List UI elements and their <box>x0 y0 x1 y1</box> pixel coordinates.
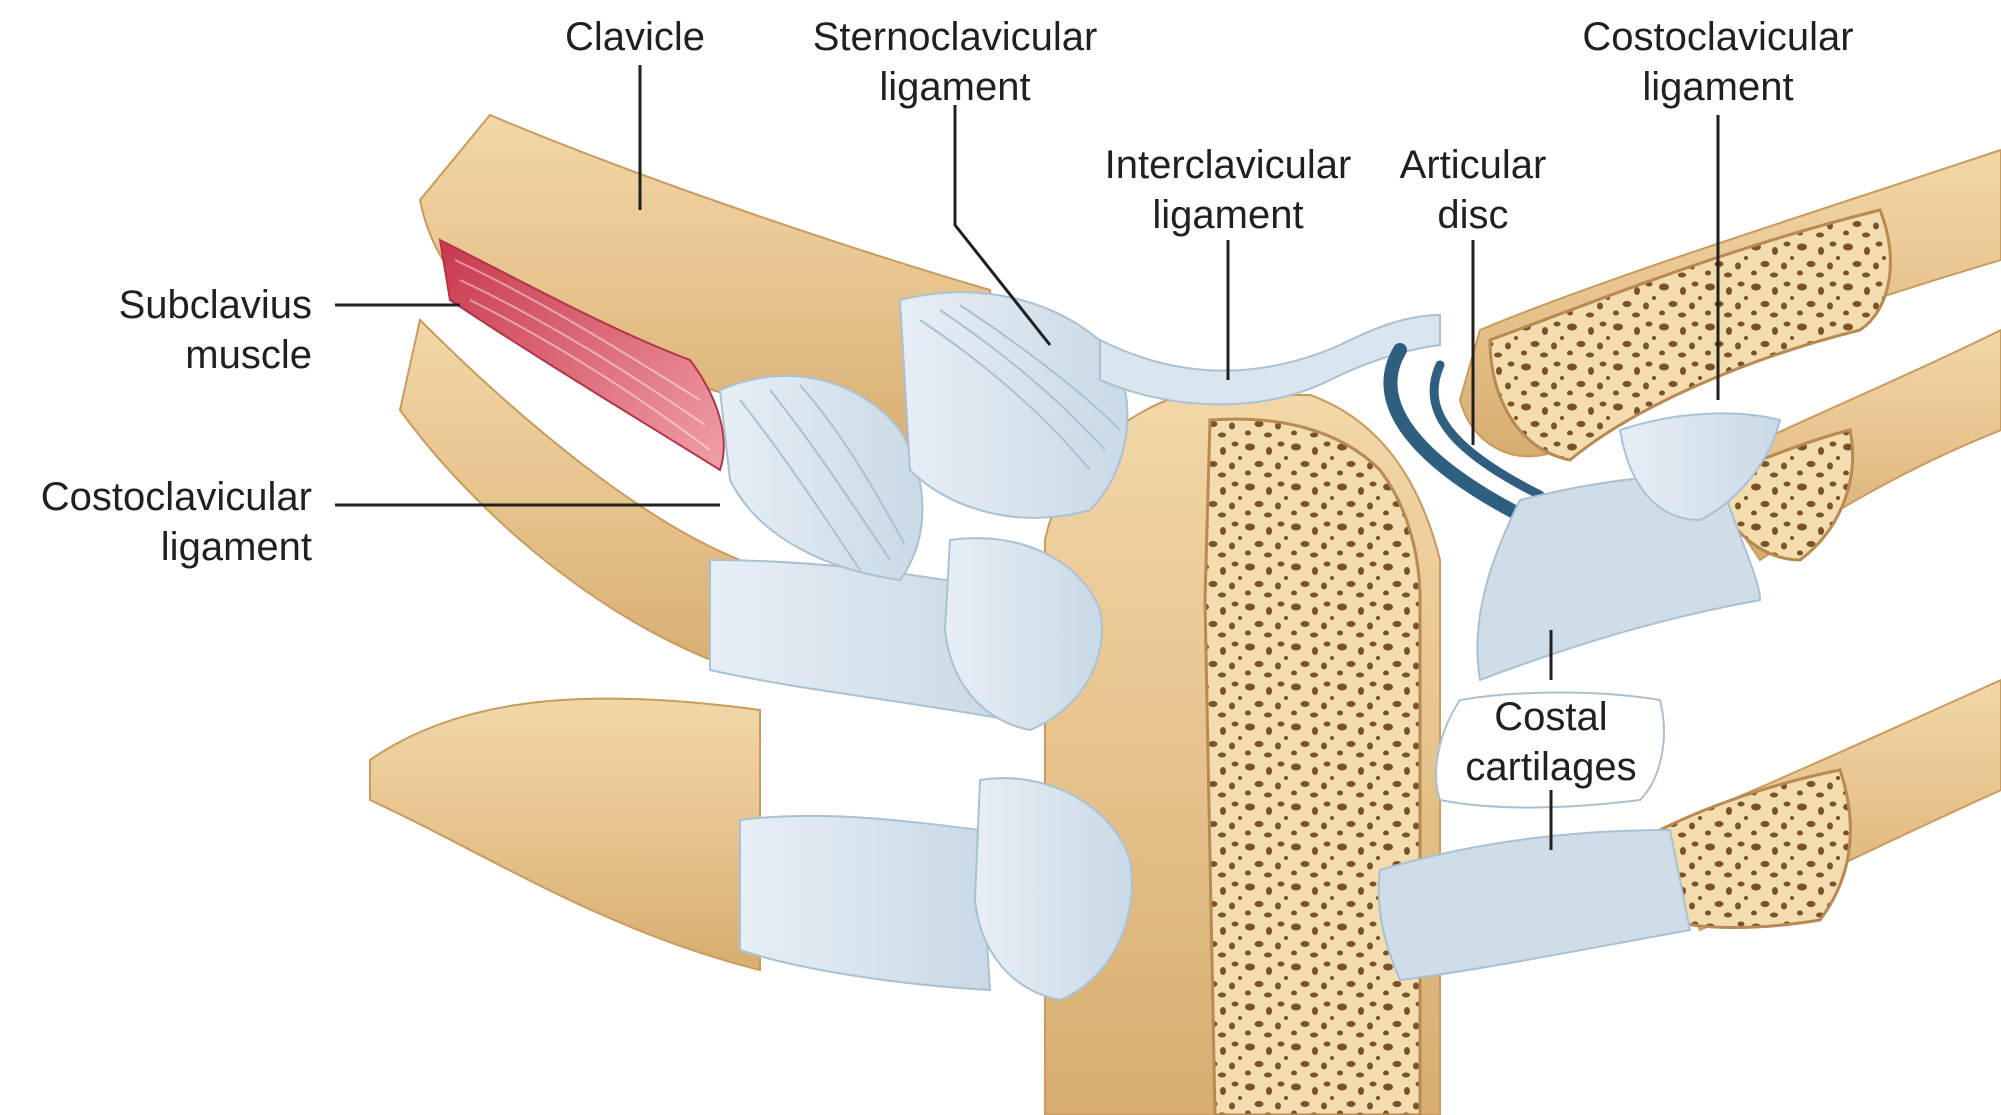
label-sternoclavicular-line2: ligament <box>879 65 1030 109</box>
second-rib-cartilage <box>740 816 990 990</box>
label-subclavius-line1: Subclavius <box>119 283 312 327</box>
label-costoclavicular-left-line1: Costoclavicular <box>41 475 312 519</box>
label-costoclavicular-right-line1: Costoclavicular <box>1582 15 1853 59</box>
label-subclavius-line2: muscle <box>185 333 312 377</box>
label-costal-line1: Costal <box>1494 695 1607 739</box>
second-rib-right-marrow <box>1660 770 1850 928</box>
label-costoclavicular-left-line2: ligament <box>161 525 312 569</box>
label-clavicle: Clavicle <box>565 15 705 59</box>
label-articular-line1: Articular <box>1400 143 1547 187</box>
label-costoclavicular-right-line2: ligament <box>1642 65 1793 109</box>
second-rib-left <box>370 698 760 970</box>
label-sternoclavicular-line1: Sternoclavicular <box>813 15 1098 59</box>
label-interclavicular-line1: Interclavicular <box>1105 143 1352 187</box>
sternum-marrow <box>1205 419 1420 1115</box>
label-interclavicular-line2: ligament <box>1152 193 1303 237</box>
label-articular-line2: disc <box>1437 193 1508 237</box>
label-costal-line2: cartilages <box>1465 745 1636 789</box>
artwork <box>370 115 2001 1115</box>
